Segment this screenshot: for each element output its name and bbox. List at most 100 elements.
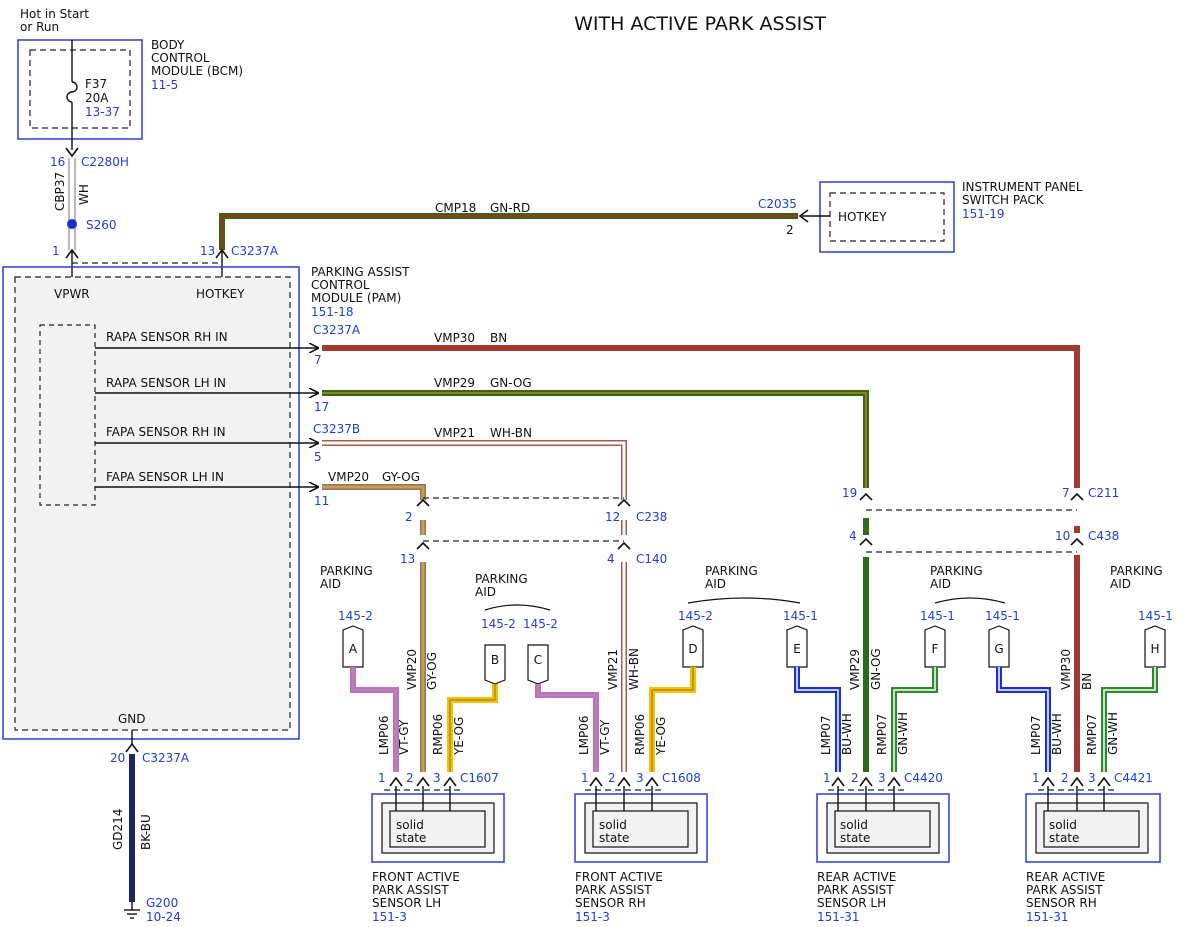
ipsp-label-2: SWITCH PACK xyxy=(962,193,1045,207)
cbp37-circuit: CBP37 xyxy=(53,172,67,211)
c140-label: C140 xyxy=(636,552,667,566)
svg-text:151-31: 151-31 xyxy=(817,910,860,924)
s1-w1-circuit: LMP06 xyxy=(577,715,591,755)
vmp21-circuit: VMP21 xyxy=(434,426,475,440)
splice-s260-icon xyxy=(67,219,77,229)
vmp20-pin: 11 xyxy=(314,494,329,508)
ground-ref: 10-24 xyxy=(146,910,181,924)
s0-w3-color: YE-OG xyxy=(452,717,466,756)
instrument-panel-switch-pack xyxy=(800,181,955,253)
svg-text:state: state xyxy=(840,831,870,845)
connector-c3237a-top: C3237A xyxy=(231,244,279,258)
sensor-front-rh: 1 2 3 C1608 solid state FRONT ACTIVE PAR… xyxy=(574,771,708,924)
svg-text:PARK ASSIST: PARK ASSIST xyxy=(372,883,449,897)
connector-c2280h: C2280H xyxy=(81,155,129,169)
pam-gnd: GND xyxy=(118,712,146,726)
wire-cmp18 xyxy=(219,213,798,250)
pin-13: 13 xyxy=(200,244,215,258)
sensor-rear-lh: 1 2 3 C4420 solid state REAR ACTIVE PARK… xyxy=(816,771,950,924)
svg-text:151-3: 151-3 xyxy=(372,910,407,924)
gnd-pin: 20 xyxy=(110,751,125,765)
vmp21-color: WH-BN xyxy=(490,426,532,440)
svg-text:G: G xyxy=(994,642,1003,656)
svg-text:145-2: 145-2 xyxy=(678,609,713,623)
svg-text:145-1: 145-1 xyxy=(1138,609,1173,623)
pam-label-3: MODULE (PAM) xyxy=(311,291,401,305)
s3-w3-color: GN-WH xyxy=(1106,712,1120,755)
parking-aid-1b: AID xyxy=(320,577,341,591)
parking-aid-5b: AID xyxy=(1110,577,1131,591)
offpage-connector-d[interactable]: 145-2 D xyxy=(678,609,713,668)
svg-text:1: 1 xyxy=(1032,771,1040,785)
svg-text:E: E xyxy=(793,642,801,656)
c2035-pin: 2 xyxy=(786,223,794,237)
ipsp-hotkey: HOTKEY xyxy=(838,210,887,224)
svg-text:REAR ACTIVE: REAR ACTIVE xyxy=(817,870,896,884)
svg-text:2: 2 xyxy=(608,771,616,785)
offpage-connector-b[interactable]: 145-2 B xyxy=(481,617,516,685)
pin-1: 1 xyxy=(52,244,60,258)
c211-label: C211 xyxy=(1088,486,1119,500)
gd214-color: BK-BU xyxy=(139,814,153,850)
svg-text:SENSOR LH: SENSOR LH xyxy=(372,896,441,910)
ground-icon xyxy=(124,902,140,919)
parking-aid-5a: PARKING xyxy=(1110,564,1163,578)
c140-pin-l: 13 xyxy=(400,552,415,566)
svg-text:3: 3 xyxy=(1088,771,1096,785)
vmp29-pin: 17 xyxy=(314,400,329,414)
c438-label: C438 xyxy=(1088,529,1119,543)
offpage-connector-a[interactable]: 145-2 A xyxy=(338,609,373,668)
offpage-connector-f[interactable]: 145-1 F xyxy=(920,609,955,668)
c140-pin-r: 4 xyxy=(607,552,615,566)
pin-16: 16 xyxy=(50,155,65,169)
parking-aid-2b: AID xyxy=(475,585,496,599)
svg-text:145-2: 145-2 xyxy=(523,617,558,631)
svg-text:SENSOR RH: SENSOR RH xyxy=(575,896,646,910)
svg-text:151-3: 151-3 xyxy=(575,910,610,924)
pam-ref: 151-18 xyxy=(311,305,354,319)
connector-c211 xyxy=(859,492,1084,511)
svg-text:2: 2 xyxy=(1061,771,1069,785)
cmp18-color: GN-RD xyxy=(490,201,530,215)
c438-pin-r: 10 xyxy=(1055,529,1070,543)
cmp18-circuit: CMP18 xyxy=(435,201,476,215)
vmp20-circuit: VMP20 xyxy=(328,470,369,484)
connector-c4421: C4421 xyxy=(1114,771,1153,785)
s1-w1-color: VT-GY xyxy=(598,719,612,755)
offpage-connector-c[interactable]: 145-2 C xyxy=(523,617,558,685)
fuse-name: F37 xyxy=(85,77,107,91)
bcm-label-3: MODULE (BCM) xyxy=(151,64,243,78)
svg-text:state: state xyxy=(599,831,629,845)
vmp30-color: BN xyxy=(490,331,507,345)
offpage-connector-g[interactable]: 145-1 G xyxy=(985,609,1020,668)
pam-module xyxy=(2,266,300,740)
s3-w2-color: BN xyxy=(1080,673,1094,690)
vmp29-color: GN-OG xyxy=(490,376,532,390)
pam-fapa-lh: FAPA SENSOR LH IN xyxy=(106,470,224,484)
connector-c4420: C4420 xyxy=(904,771,943,785)
power-label-2: or Run xyxy=(20,20,59,34)
svg-text:FRONT ACTIVE: FRONT ACTIVE xyxy=(575,870,663,884)
svg-text:145-2: 145-2 xyxy=(481,617,516,631)
c438-pin-l: 4 xyxy=(849,529,857,543)
svg-text:2: 2 xyxy=(406,771,414,785)
s3-w1-circuit: LMP07 xyxy=(1029,715,1043,755)
svg-text:PARK ASSIST: PARK ASSIST xyxy=(817,883,894,897)
offpage-connector-e[interactable]: 145-1 E xyxy=(783,609,818,668)
svg-text:solid: solid xyxy=(840,818,868,832)
c238-label: C238 xyxy=(636,510,667,524)
svg-text:145-2: 145-2 xyxy=(338,609,373,623)
ipsp-label-1: INSTRUMENT PANEL xyxy=(962,180,1083,194)
svg-text:1: 1 xyxy=(581,771,589,785)
connector-c2035: C2035 xyxy=(758,197,797,211)
svg-text:3: 3 xyxy=(636,771,644,785)
wire-vmp29 xyxy=(322,390,869,772)
vmp20-color: GY-OG xyxy=(382,470,420,484)
vmp29-circuit: VMP29 xyxy=(434,376,475,390)
svg-text:1: 1 xyxy=(823,771,831,785)
svg-text:state: state xyxy=(396,831,426,845)
offpage-connector-h[interactable]: 145-1 H xyxy=(1138,609,1173,668)
s2-w3-color: GN-WH xyxy=(896,712,910,755)
bcm-label-2: CONTROL xyxy=(151,51,210,65)
gnd-connector: C3237A xyxy=(142,751,190,765)
